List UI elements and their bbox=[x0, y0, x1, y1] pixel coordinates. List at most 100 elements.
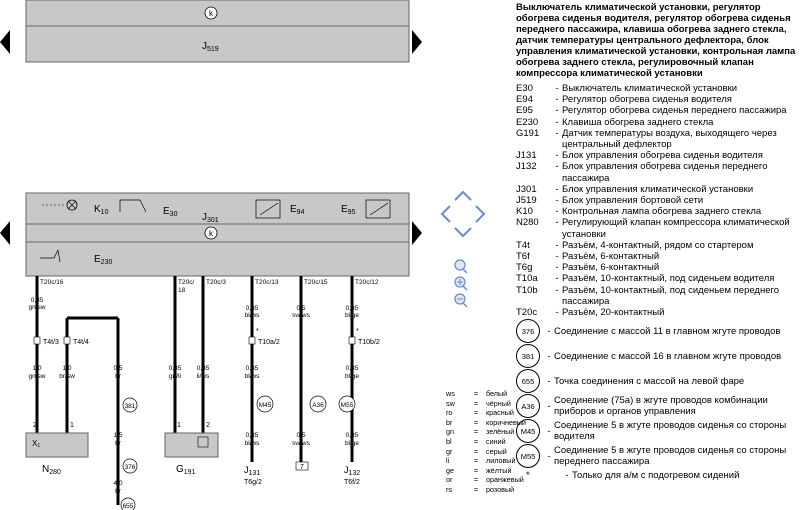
legend-dash: - bbox=[555, 284, 559, 296]
legend-circle-item: 376-Соединение с массой 11 в главном жгу… bbox=[516, 319, 798, 344]
legend-desc: Блок управления обогрева сиденья водител… bbox=[562, 150, 763, 162]
legend-dash: - bbox=[555, 262, 559, 274]
color-row: gr=серый bbox=[446, 447, 526, 457]
svg-text:E30: E30 bbox=[163, 206, 178, 218]
color-row: li=лиловый bbox=[446, 456, 526, 466]
zoom-in-icon[interactable] bbox=[454, 259, 468, 274]
legend-desc: Разъём, 20-контактный bbox=[562, 307, 665, 319]
color-eq: = bbox=[474, 465, 479, 475]
legend-item: T10b-Разъём, 10-контактный, под сиденьем… bbox=[516, 285, 798, 307]
svg-text:gn/li: gn/li bbox=[169, 373, 181, 380]
svg-text:T20c/15: T20c/15 bbox=[304, 279, 328, 286]
legend-item: N280-Регулирующий клапан компрессора кли… bbox=[516, 217, 798, 239]
zoom-minus-icon[interactable] bbox=[454, 293, 468, 308]
circle-marker: 381 bbox=[516, 344, 540, 369]
zoom-plus-icon[interactable] bbox=[454, 276, 468, 291]
legend-desc: Разъём, 10-контактный, под сиденьем води… bbox=[562, 273, 775, 285]
pan-control[interactable] bbox=[440, 190, 486, 238]
legend-desc: Точка соединения с массой на левой фаре bbox=[554, 375, 745, 387]
circle-marker: 376 bbox=[516, 319, 540, 344]
legend-code: E230 bbox=[516, 116, 539, 128]
svg-text:M45: M45 bbox=[259, 402, 272, 409]
ground-symbol-j301 bbox=[204, 226, 218, 240]
svg-text:M55: M55 bbox=[341, 402, 354, 409]
svg-text:T20c/: T20c/ bbox=[178, 279, 194, 286]
color-row: br=коричневый bbox=[446, 418, 526, 428]
prev-arrow-bottom[interactable] bbox=[0, 221, 10, 245]
svg-text:0,35: 0,35 bbox=[169, 365, 182, 372]
svg-text:0,5: 0,5 bbox=[113, 365, 122, 372]
legend-item: T20c-Разъём, 20-контактный bbox=[516, 307, 798, 318]
color-row: ro=красный bbox=[446, 408, 526, 418]
legend-dash: - bbox=[555, 150, 559, 162]
color-code: li bbox=[446, 456, 450, 466]
box-7: 7 bbox=[295, 461, 309, 471]
legend-desc: Соединение 5 в жгуте проводов сиденья со… bbox=[554, 420, 787, 443]
legend-dash: - bbox=[555, 116, 559, 128]
legend-dash: - bbox=[555, 195, 559, 207]
legend-desc: Разъём, 4-контактный, рядом со стартером bbox=[562, 239, 754, 251]
color-name: серый bbox=[486, 446, 507, 456]
wires bbox=[35, 276, 354, 505]
e30-switch: E30 bbox=[119, 199, 178, 218]
legend-circle-item: A36-Соединение (75a) в жгуте проводов ко… bbox=[516, 394, 798, 419]
svg-text:18: 18 bbox=[178, 287, 186, 294]
connectors: T4t/3 T4t/4 T10a/2 * T10b/2 * bbox=[33, 328, 380, 346]
color-name: синий bbox=[486, 436, 506, 446]
svg-text:0,35: 0,35 bbox=[197, 365, 210, 372]
circle-marker: A36 bbox=[516, 394, 540, 419]
legend-code: N280 bbox=[516, 217, 539, 229]
wire-labels: 0,35 gn/sw 1,0 gn/sw 1,0 br/sw 0,5 br 1,… bbox=[29, 297, 360, 495]
svg-text:br/sw: br/sw bbox=[59, 373, 75, 380]
legend-dash: - bbox=[547, 400, 551, 412]
next-arrow-top[interactable] bbox=[412, 30, 422, 54]
svg-text:1: 1 bbox=[177, 422, 181, 429]
legend-dash: - bbox=[555, 161, 559, 173]
next-arrow-bottom[interactable] bbox=[412, 221, 422, 245]
color-name: красный bbox=[486, 408, 514, 418]
legend-dash: - bbox=[555, 127, 559, 139]
prev-arrow-top[interactable] bbox=[0, 30, 10, 54]
legend-dash: - bbox=[555, 83, 559, 94]
legend-circle-item: 655-Точка соединения с массой на левой ф… bbox=[516, 369, 798, 394]
legend-desc: Регулирующий клапан компрессора климатич… bbox=[562, 217, 790, 240]
svg-text:X1: X1 bbox=[32, 439, 40, 449]
color-name: лиловый bbox=[486, 456, 516, 466]
pan-left-icon bbox=[440, 205, 451, 223]
legend-dash: - bbox=[547, 375, 551, 387]
svg-text:T4t/4: T4t/4 bbox=[73, 339, 89, 346]
ground-symbol bbox=[204, 6, 218, 20]
color-code: gr bbox=[446, 446, 453, 456]
legend-code: E95 bbox=[516, 105, 533, 117]
svg-text:li/ws: li/ws bbox=[197, 373, 210, 380]
legend-item: T6g-Разъём, 6-контактный bbox=[516, 262, 798, 273]
color-code: bl bbox=[446, 436, 452, 446]
legend-desc: Блок управления климатической установки bbox=[562, 183, 754, 195]
svg-text:T6f/2: T6f/2 bbox=[344, 479, 360, 486]
j301-label: J301 bbox=[202, 212, 219, 224]
k10-lamp: K10 bbox=[40, 199, 109, 216]
legend-desc: Датчик температуры воздуха, выходящего ч… bbox=[562, 127, 777, 151]
color-name: оранжевый bbox=[486, 475, 524, 485]
color-row: ws=белый bbox=[446, 389, 526, 399]
pan-right-icon bbox=[475, 205, 486, 223]
color-eq: = bbox=[474, 475, 479, 485]
e94-regulator: E94 bbox=[255, 199, 305, 219]
legend-code: J519 bbox=[516, 195, 537, 207]
color-name: жёлтый bbox=[486, 465, 512, 475]
color-eq: = bbox=[474, 484, 479, 494]
color-name: розовый bbox=[486, 484, 515, 494]
legend-desc: Контрольная лампа обогрева заднего стекл… bbox=[562, 206, 762, 218]
circle-marker: M55 bbox=[516, 444, 540, 469]
svg-text:E94: E94 bbox=[290, 204, 305, 216]
svg-text:7: 7 bbox=[300, 464, 304, 471]
svg-text:1,0: 1,0 bbox=[62, 365, 71, 372]
svg-text:N280: N280 bbox=[42, 464, 61, 476]
legend-code: G191 bbox=[516, 127, 540, 139]
svg-text:0,5: 0,5 bbox=[296, 305, 305, 312]
legend-code: T6g bbox=[516, 262, 533, 274]
legend-item: T10a-Разъём, 10-контактный, под сиденьем… bbox=[516, 273, 798, 284]
legend-dash: - bbox=[555, 239, 559, 251]
svg-text:br: br bbox=[115, 488, 122, 495]
svg-text:bl/ge: bl/ge bbox=[345, 440, 359, 447]
